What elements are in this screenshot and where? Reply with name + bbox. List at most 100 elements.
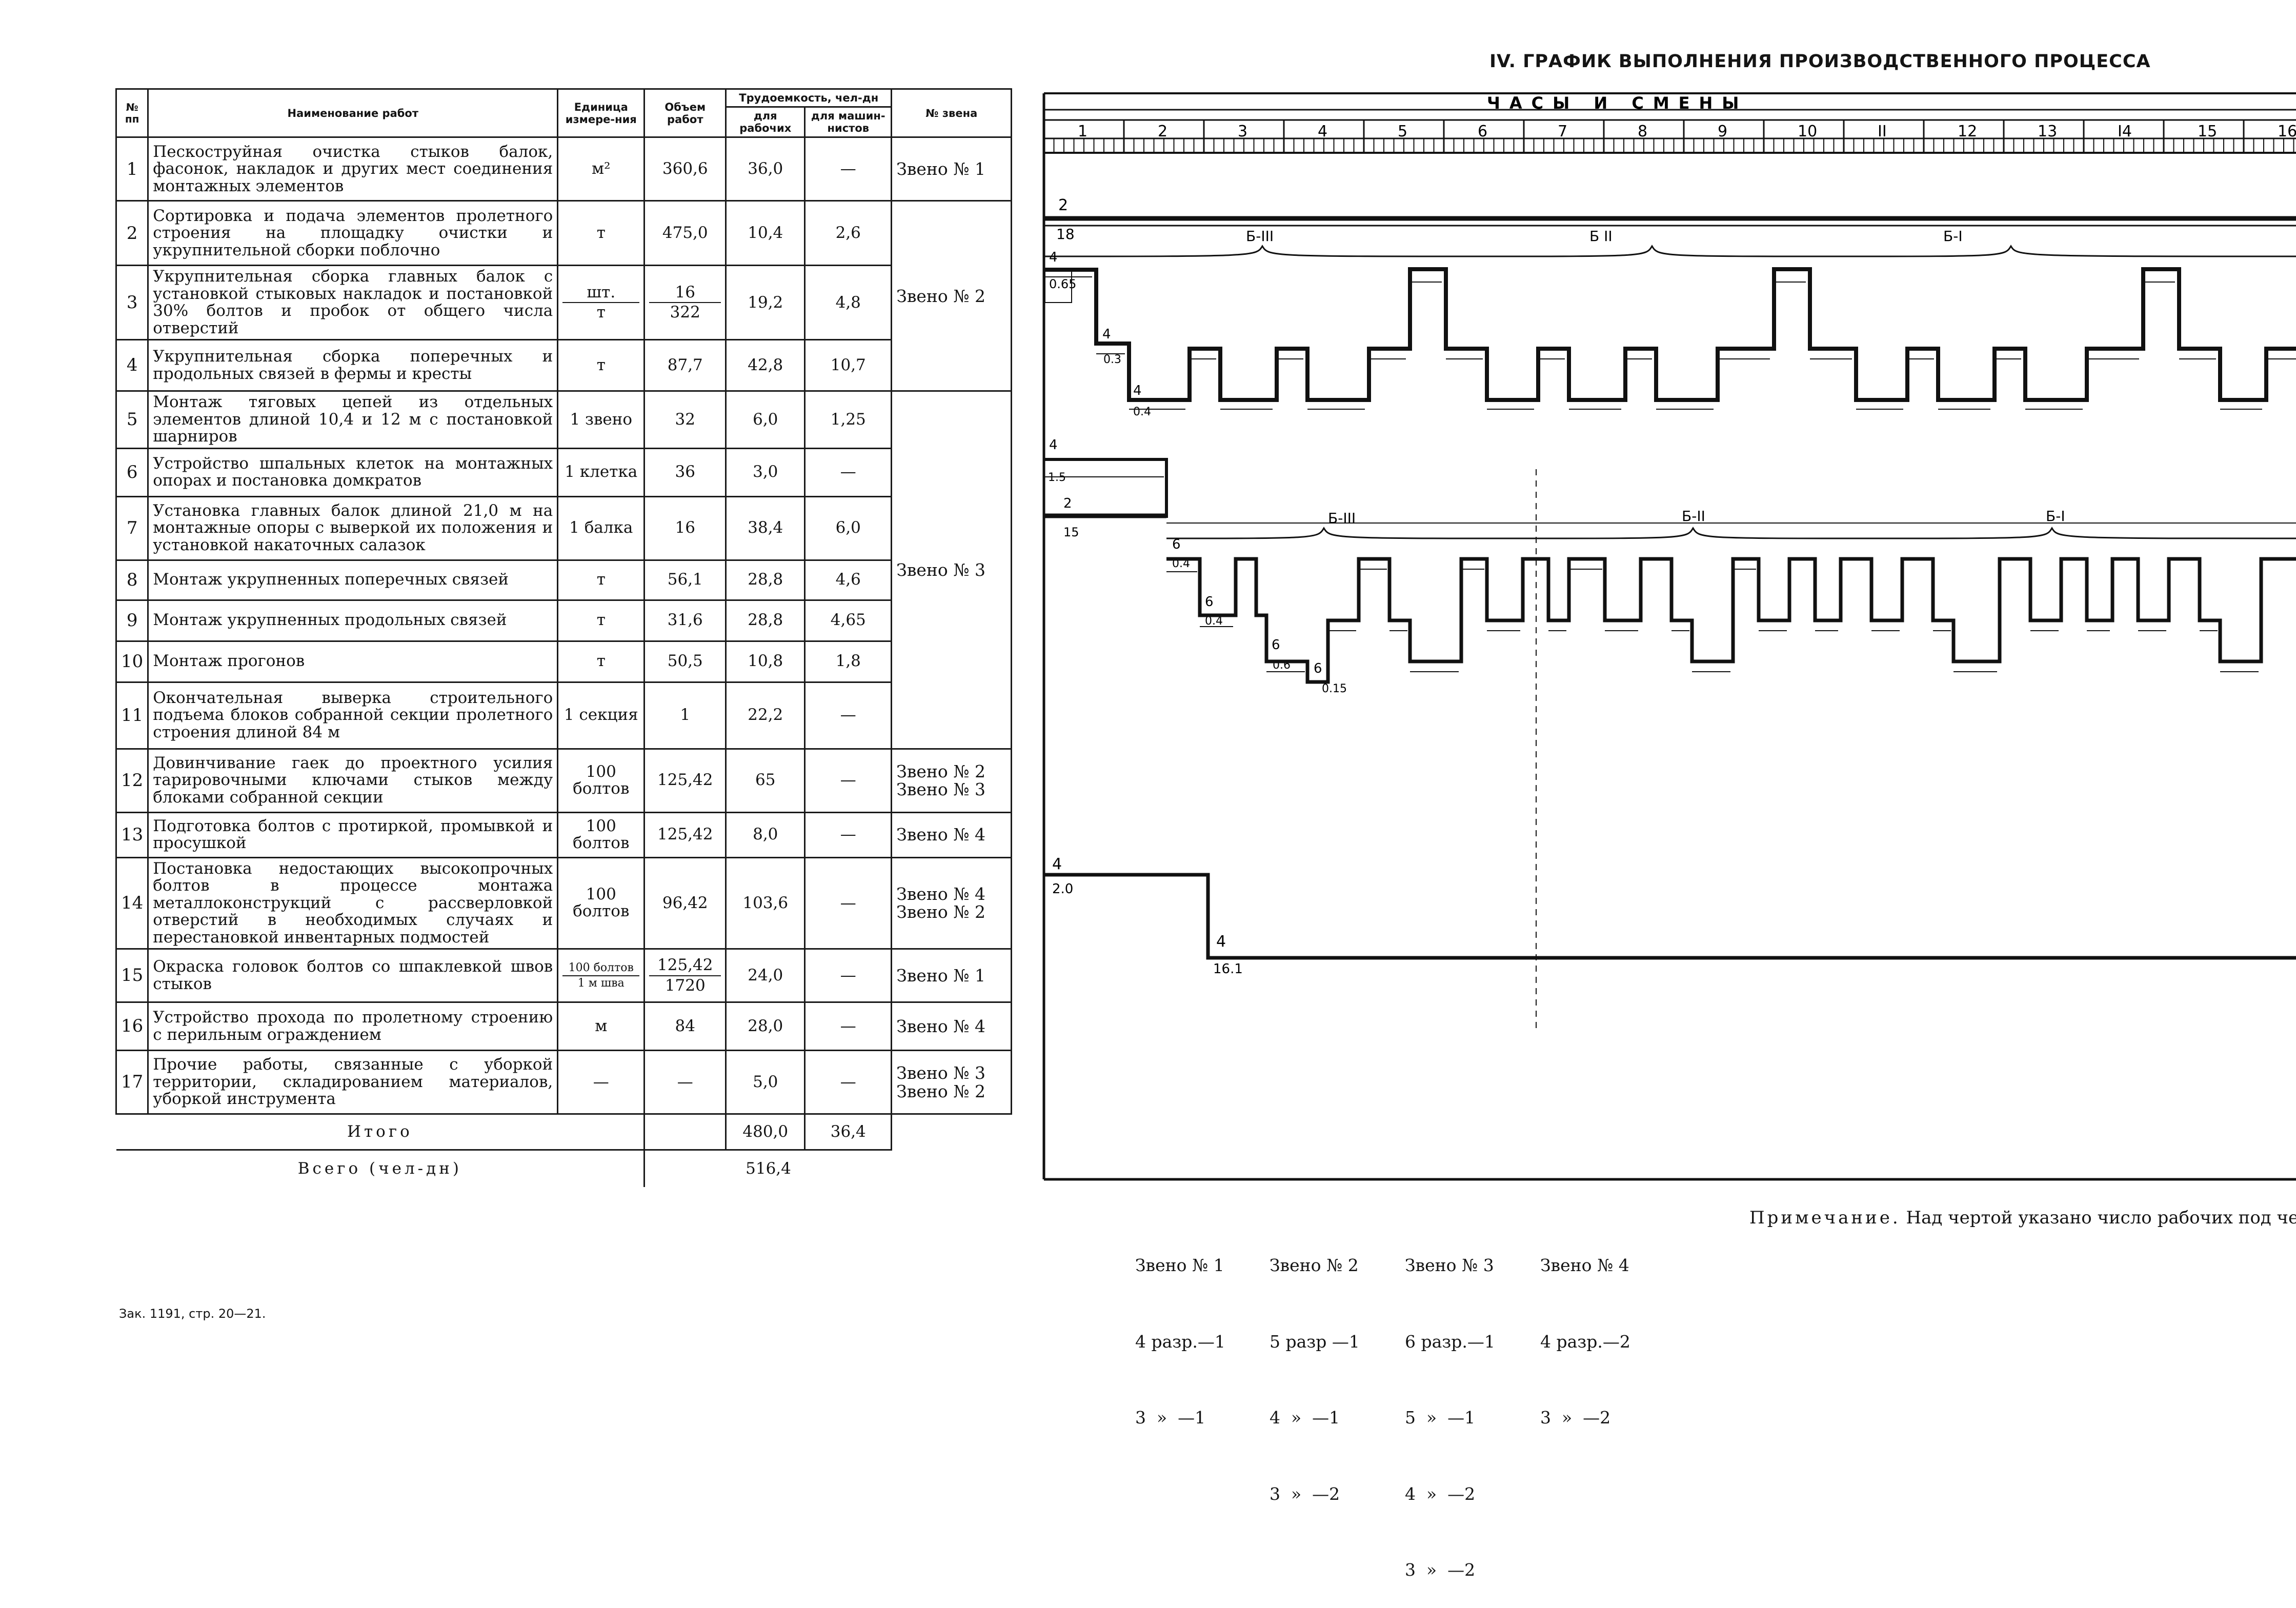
table-row: 16 Устройство прохода по пролетному стро…: [116, 1002, 1012, 1051]
row-machinists: —: [805, 857, 892, 949]
row-name: Окончательная выверка строительного подъ…: [148, 682, 558, 749]
row-volume: 31,6: [645, 600, 726, 641]
row-num: 10: [116, 641, 148, 682]
row-volume: 36: [645, 448, 726, 496]
row-unit: 1 балка: [558, 496, 645, 560]
row-workers: 24,0: [726, 949, 805, 1002]
table-row: 2 Сортировка и подача элементов пролетно…: [116, 201, 1012, 266]
row-machinists: 1,25: [805, 391, 892, 448]
row-name: Довинчивание гаек до проектного усилия т…: [148, 749, 558, 812]
row-volume: 125,42: [645, 812, 726, 857]
shift-label: 13: [2038, 123, 2057, 140]
shift-label: 7: [1558, 123, 1567, 140]
row-workers: 10,8: [726, 641, 805, 682]
legend-line: 4 разр.—2: [1540, 1329, 1630, 1355]
r2-block-3: Б-III: [1246, 228, 1274, 245]
row-brigade: Звено № 4: [892, 812, 1012, 857]
table-row: 11 Окончательная выверка строительного п…: [116, 682, 1012, 749]
row-brigade: Звено № 1: [892, 949, 1012, 1002]
row-workers: 38,4: [726, 496, 805, 560]
row-brigade: Звено № 4: [892, 1002, 1012, 1051]
table-row: 10 Монтаж прогонов т 50,5 10,8 1,8: [116, 641, 1012, 682]
row-workers: 28,8: [726, 560, 805, 600]
row-num: 1: [116, 137, 148, 201]
row-unit: т: [558, 340, 645, 391]
r3-block-1: Б-I: [2046, 508, 2065, 525]
r2-step-line: [1045, 269, 2296, 400]
row-brigade: Звено № 2 Звено № 3: [892, 749, 1012, 812]
legend-brigade-2: Звено № 2 5 разр —1 4 » —1 3 » —2: [1270, 1202, 1360, 1532]
row-unit: т: [558, 560, 645, 600]
r3-label-b: 1.5: [1048, 471, 1066, 484]
row-num: 8: [116, 560, 148, 600]
total-machinists: 36,4: [805, 1114, 892, 1150]
r2-label: 18: [1056, 226, 1075, 243]
unit-top: шт.: [562, 284, 639, 303]
r3-label-d: 15: [1063, 525, 1079, 539]
legend-brigade-3: Звено № 3 6 разр.—1 5 » —1 4 » —2 3 » —2: [1405, 1202, 1495, 1608]
legend-line: 3 » —1: [1135, 1405, 1225, 1431]
legend-line: 5 разр —1: [1270, 1329, 1360, 1355]
r2-label-e: 4: [1133, 383, 1142, 398]
row-machinists: 1,8: [805, 641, 892, 682]
r4-label-c: 4: [1216, 933, 1226, 951]
row-machinists: —: [805, 1051, 892, 1114]
unit-bottom: 1 м шва: [562, 976, 639, 990]
legend-line: 5 » —1: [1405, 1405, 1495, 1431]
row-unit: 1 звено: [558, 391, 645, 448]
header-volume: Объем работ: [645, 89, 726, 137]
row-machinists: 6,0: [805, 496, 892, 560]
row-machinists: —: [805, 448, 892, 496]
shift-label: 15: [2198, 123, 2217, 140]
row-brigade: Звено № 1: [892, 137, 1012, 201]
row-volume: —: [645, 1051, 726, 1114]
row-machinists: —: [805, 1002, 892, 1051]
row-machinists: 4,65: [805, 600, 892, 641]
shift-label: 9: [1718, 123, 1727, 140]
row-volume: 84: [645, 1002, 726, 1051]
legend-line: 3 » —2: [1270, 1481, 1360, 1507]
r3-label-e: 6: [1172, 537, 1181, 552]
row-name: Монтаж прогонов: [148, 641, 558, 682]
row-name: Монтаж тяговых цепей из отдельных элемен…: [148, 391, 558, 448]
note-text: Над чертой указано число рабочих под чер: [1901, 1208, 2296, 1228]
header-name: Наименование работ: [148, 89, 558, 137]
shift-label: 8: [1638, 123, 1647, 140]
legend-line: 4 » —1: [1270, 1405, 1360, 1431]
row-workers: 36,0: [726, 137, 805, 201]
row-name: Установка главных балок длиной 21,0 м на…: [148, 496, 558, 560]
shift-label: I4: [2118, 123, 2132, 140]
row-machinists: —: [805, 749, 892, 812]
shift-label: 1: [1078, 123, 1087, 140]
row-name: Окраска головок болтов со шпаклевкой шво…: [148, 949, 558, 1002]
row-volume: 50,5: [645, 641, 726, 682]
row-workers: 28,8: [726, 600, 805, 641]
row-num: 7: [116, 496, 148, 560]
table-row: 13 Подготовка болтов с протиркой, промыв…: [116, 812, 1012, 857]
row-unit: 100 болтов: [558, 749, 645, 812]
table-row: 5 Монтаж тяговых цепей из отдельных элем…: [116, 391, 1012, 448]
volume-bottom: 322: [649, 303, 721, 321]
volume-top: 125,42: [649, 957, 721, 976]
r2-brace-2: [1482, 246, 1841, 256]
row-brigade: Звено № 3 Звено № 2: [892, 1051, 1012, 1114]
shift-label: 2: [1158, 123, 1167, 140]
row-workers: 3,0: [726, 448, 805, 496]
legend-line: 3 » —2: [1540, 1405, 1630, 1431]
row-unit: 100 болтов: [558, 857, 645, 949]
legend-head: Звено № 3: [1405, 1253, 1495, 1278]
r3-step-line: [1166, 559, 2296, 682]
legend-head: Звено № 1: [1135, 1253, 1225, 1278]
row-num: 16: [116, 1002, 148, 1051]
page-title: IV. ГРАФИК ВЫПОЛНЕНИЯ ПРОИЗВОДСТВЕННОГО …: [1489, 51, 2151, 72]
table-row: 3 Укрупнительная сборка главных балок с …: [116, 266, 1012, 340]
table-row: 14 Постановка недостающих высокопрочных …: [116, 857, 1012, 949]
row-name: Подготовка болтов с протиркой, промывкой…: [148, 812, 558, 857]
row-unit: м: [558, 1002, 645, 1051]
row-workers: 6,0: [726, 391, 805, 448]
r3-label-k: 6: [1314, 661, 1322, 676]
schedule-header: ЧАСЫ И СМЕНЫ: [1487, 93, 1748, 113]
total-empty: [645, 1114, 726, 1150]
r3-block-3: Б-III: [1328, 510, 1356, 527]
